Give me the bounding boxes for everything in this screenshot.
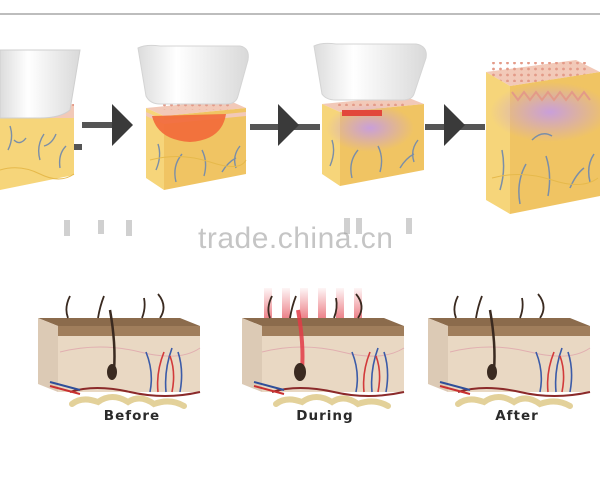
collagen-zone-purple (490, 82, 600, 142)
heat-zone-orange (152, 114, 226, 142)
probe-head (313, 42, 427, 101)
laser-beam (354, 288, 362, 324)
laser-beam (300, 288, 308, 324)
skin-block-2 (137, 44, 249, 190)
skin-block-4 (486, 60, 600, 214)
stage-label-before: Before (103, 408, 161, 424)
stage-label-during: During (296, 408, 354, 424)
laser-beam (282, 288, 290, 324)
laser-beam (336, 288, 344, 324)
skin-cross-section-before (38, 293, 201, 409)
skin-cross-section-after (428, 293, 591, 409)
process-arrow (444, 104, 465, 146)
faint-marks (64, 218, 412, 236)
process-arrow (112, 104, 133, 146)
watermark-text: trade.china.cn (198, 222, 394, 255)
probe-head (0, 49, 81, 119)
skin-block-1 (0, 49, 81, 190)
connector-bar (82, 122, 112, 128)
stage-label-after: After (495, 408, 539, 424)
probe-head (137, 44, 249, 105)
process-arrow (278, 104, 299, 146)
connector-bar (74, 144, 82, 150)
heat-strip-red (342, 110, 382, 116)
skin-block-3 (313, 42, 427, 186)
laser-beam (318, 288, 326, 324)
skin-cross-section-during (242, 288, 405, 409)
